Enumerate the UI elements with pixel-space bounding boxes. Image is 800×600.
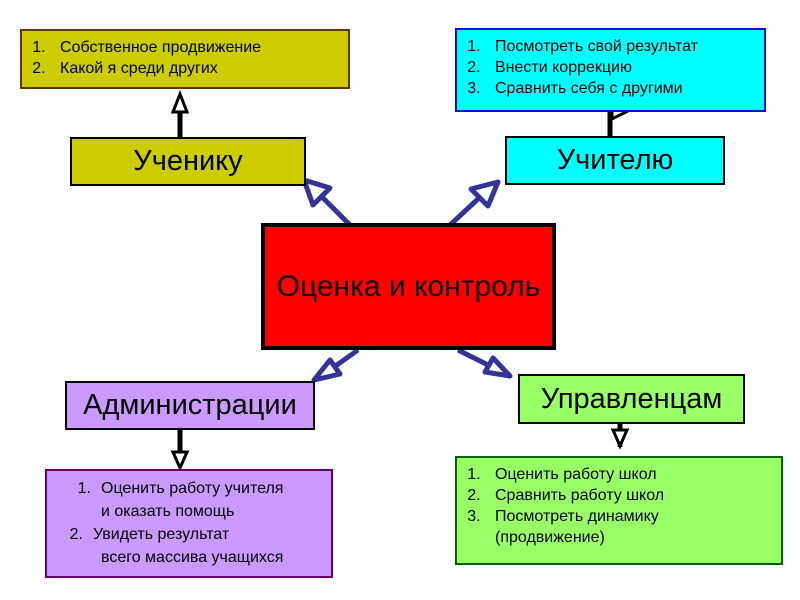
arrow-center-to-teacher (448, 179, 501, 227)
list-item-text: Оценить работу учителя (101, 480, 284, 497)
list-item: Оценить работу школ (485, 464, 773, 485)
node-teacher: Учителю (505, 136, 725, 185)
list-item: 2. Увидеть результат (53, 523, 325, 546)
list-item: Внести коррекцию (485, 57, 756, 78)
node-admin-label: Администрации (83, 389, 297, 421)
arrow-student-to-list (170, 89, 190, 138)
center-node: Оценка и контроль (261, 223, 556, 350)
list-item-number: 2. (69, 526, 83, 543)
node-student-label: Ученику (133, 145, 243, 177)
node-student: Ученику (70, 137, 306, 186)
list-teacher: Посмотреть свой результат Внести коррекц… (455, 28, 766, 112)
arrow-center-to-managers (456, 347, 513, 379)
list-item: 1. Оценить работу учителя (53, 477, 325, 500)
list-student: Собственное продвижение Какой я среди др… (20, 29, 350, 89)
list-item-continuation: и оказать помощь (53, 500, 325, 523)
list-item: Посмотреть динамику (продвижение) (485, 506, 773, 548)
list-item-text: всего массива учащихся (101, 549, 284, 566)
list-item-number: 1. (77, 480, 91, 497)
list-admin: 1. Оценить работу учителя и оказать помо… (45, 469, 333, 578)
list-item-continuation: всего массива учащихся (53, 546, 325, 569)
list-item: Какой я среди других (50, 58, 340, 79)
arrow-center-to-admin (311, 347, 360, 383)
list-item: Сравнить работу школ (485, 485, 773, 506)
list-item-text: Увидеть результат (93, 526, 230, 543)
arrow-center-to-student (301, 177, 352, 227)
list-item: Сравнить себя с другими (485, 78, 756, 99)
node-managers-label: Управленцам (540, 382, 723, 415)
node-admin: Администрации (65, 381, 315, 430)
list-item: Собственное продвижение (50, 37, 340, 58)
list-item: Посмотреть свой результат (485, 36, 756, 57)
node-teacher-label: Учителю (556, 144, 674, 176)
list-item-text: и оказать помощь (101, 503, 235, 520)
node-managers: Управленцам (518, 374, 745, 424)
arrow-managers-to-list (610, 423, 630, 450)
list-managers: Оценить работу школ Сравнить работу школ… (455, 456, 783, 565)
arrow-admin-to-list (170, 430, 190, 472)
center-node-label: Оценка и контроль (276, 269, 541, 303)
